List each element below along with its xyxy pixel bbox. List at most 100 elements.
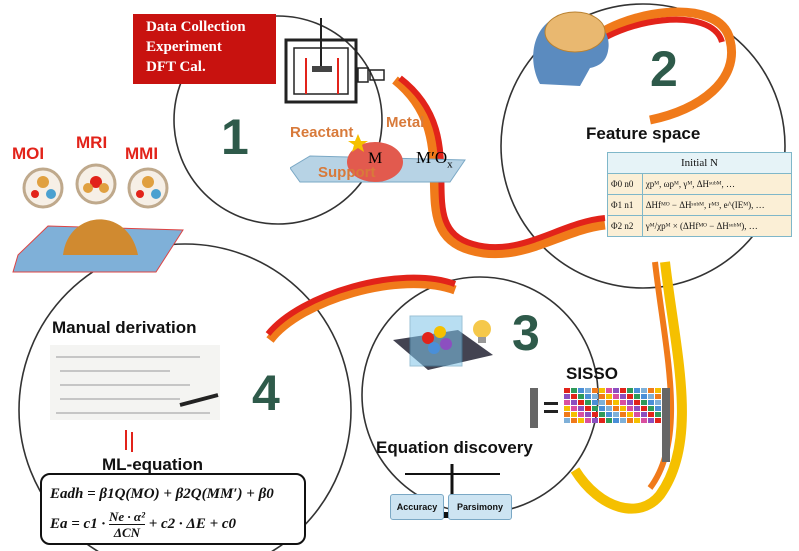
matrix-cell — [620, 400, 626, 405]
matrix-cell — [578, 388, 584, 393]
circle-step2 — [500, 3, 786, 289]
matrix-cell — [578, 400, 584, 405]
eq2-suffix: + c2 · ΔE + c0 — [148, 516, 237, 532]
matrix-cell — [592, 412, 598, 417]
matrix-cell — [655, 394, 661, 399]
matrix-cell — [627, 406, 633, 411]
table-row: Φ1 n1 ΔHfᴹᴼ − ΔHˢᵘᵇᴹ, rᴹ³, e^(IEᴹ), … — [607, 194, 793, 216]
matrix-cell — [648, 400, 654, 405]
matrix-cell — [585, 400, 591, 405]
matrix-cell — [585, 412, 591, 417]
oxide-label: M′Ox — [416, 148, 453, 171]
matrix-cell — [655, 418, 661, 423]
matrix-cell — [641, 400, 647, 405]
parsimony-pan: Parsimony — [448, 494, 512, 520]
matrix-cell — [648, 406, 654, 411]
matrix-cell — [613, 400, 619, 405]
matrix-cell — [655, 400, 661, 405]
ribbon-2-3 — [570, 261, 687, 514]
ribbon-top — [581, 7, 736, 125]
matrix-cell — [634, 418, 640, 423]
data-collection-line-2: Experiment — [146, 39, 222, 55]
matrix-cell — [564, 400, 570, 405]
matrix-cell — [578, 406, 584, 411]
eq2-denominator: ΔCN — [113, 525, 141, 541]
matrix-cell — [641, 394, 647, 399]
matrix-cell — [599, 418, 605, 423]
handwritten-notes-image — [50, 345, 220, 420]
matrix-cell — [613, 394, 619, 399]
metal-label: Metal — [386, 114, 425, 131]
ai-head-icon — [533, 11, 609, 86]
eq2-prefix: Ea = c1 · — [50, 516, 106, 532]
matrix-cell — [655, 412, 661, 417]
matrix-cell — [592, 406, 598, 411]
matrix-cell — [585, 388, 591, 393]
sisso-matrix — [530, 388, 670, 462]
lightbulb-icon — [473, 320, 491, 343]
matrix-cell — [634, 388, 640, 393]
matrix-cell — [585, 418, 591, 423]
matrix-cell — [648, 412, 654, 417]
matrix-cell — [599, 388, 605, 393]
matrix-cell — [620, 406, 626, 411]
catalyst-illustration — [290, 134, 466, 183]
matrix-cell — [571, 418, 577, 423]
matrix-cell — [648, 418, 654, 423]
matrix-cell — [578, 412, 584, 417]
data-collection-box: Data Collection Experiment DFT Cal. — [133, 14, 276, 84]
nanoparticle-illustration — [12, 163, 184, 273]
matrix-cell — [585, 394, 591, 399]
matrix-cell — [564, 418, 570, 423]
matrix-cell — [592, 388, 598, 393]
matrix-cell — [620, 388, 626, 393]
matrix-cell — [641, 388, 647, 393]
matrix-cell — [655, 406, 661, 411]
features-cell: ΔHfᴹᴼ − ΔHˢᵘᵇᴹ, rᴹ³, e^(IEᴹ), … — [641, 194, 793, 216]
matrix-cell — [599, 400, 605, 405]
ribbon-3-4-red — [265, 274, 457, 336]
matrix-cell — [592, 418, 598, 423]
matrix-cell — [571, 406, 577, 411]
step-4-number: 4 — [252, 365, 280, 421]
matrix-cell — [578, 418, 584, 423]
matrix-cell — [627, 418, 633, 423]
matrix-cell — [599, 406, 605, 411]
phi-cell: Φ2 n2 — [607, 215, 643, 237]
feature-table: Initial N Φ0 n0 χpᴹ, ωpᴹ, γᴹ, ΔHˢᵘᵇᴹ, … … — [607, 152, 793, 237]
step-3-number: 3 — [512, 305, 540, 361]
ribbon-1-2 — [392, 76, 606, 259]
matrix-cell — [564, 412, 570, 417]
matrix-cell — [627, 412, 633, 417]
matrix-cell — [634, 406, 640, 411]
circle-step1 — [173, 15, 383, 225]
reversible-arrow-icon — [125, 430, 133, 452]
matrix-cell — [599, 394, 605, 399]
data-collection-line-3: DFT Cal. — [146, 59, 206, 75]
matrix-cell — [599, 412, 605, 417]
step-1-number: 1 — [221, 109, 249, 165]
equation-eadh: Eadh = β1Q(MO) + β2Q(MM′) + β0 — [50, 486, 274, 502]
data-cube-icon — [393, 315, 493, 370]
matrix-cell — [606, 418, 612, 423]
matrix-cell — [564, 406, 570, 411]
matrix-cell — [571, 400, 577, 405]
matrix-cell — [606, 400, 612, 405]
equation-discovery-title: Equation discovery — [376, 438, 533, 457]
matrix-cell — [606, 412, 612, 417]
ribbon-3-4 — [266, 279, 457, 343]
eq2-fraction: Ne · α² ΔCN — [108, 509, 145, 541]
matrix-cell — [613, 388, 619, 393]
accuracy-pan: Accuracy — [390, 494, 444, 520]
matrix-cell — [571, 394, 577, 399]
matrix-cell — [613, 406, 619, 411]
matrix-cell — [641, 412, 647, 417]
table-row: Φ2 n2 γᴹ/χpᴹ × (ΔHfᴹᴼ − ΔHˢᵘᵇᴹ), … — [607, 215, 793, 237]
phi-cell: Φ0 n0 — [607, 173, 643, 195]
mri-label: MRI — [76, 133, 108, 152]
matrix-cell — [620, 418, 626, 423]
matrix-cell — [571, 412, 577, 417]
accuracy-label: Accuracy — [396, 502, 438, 512]
matrix-cell — [627, 394, 633, 399]
feature-table-header: Initial N — [607, 152, 792, 174]
